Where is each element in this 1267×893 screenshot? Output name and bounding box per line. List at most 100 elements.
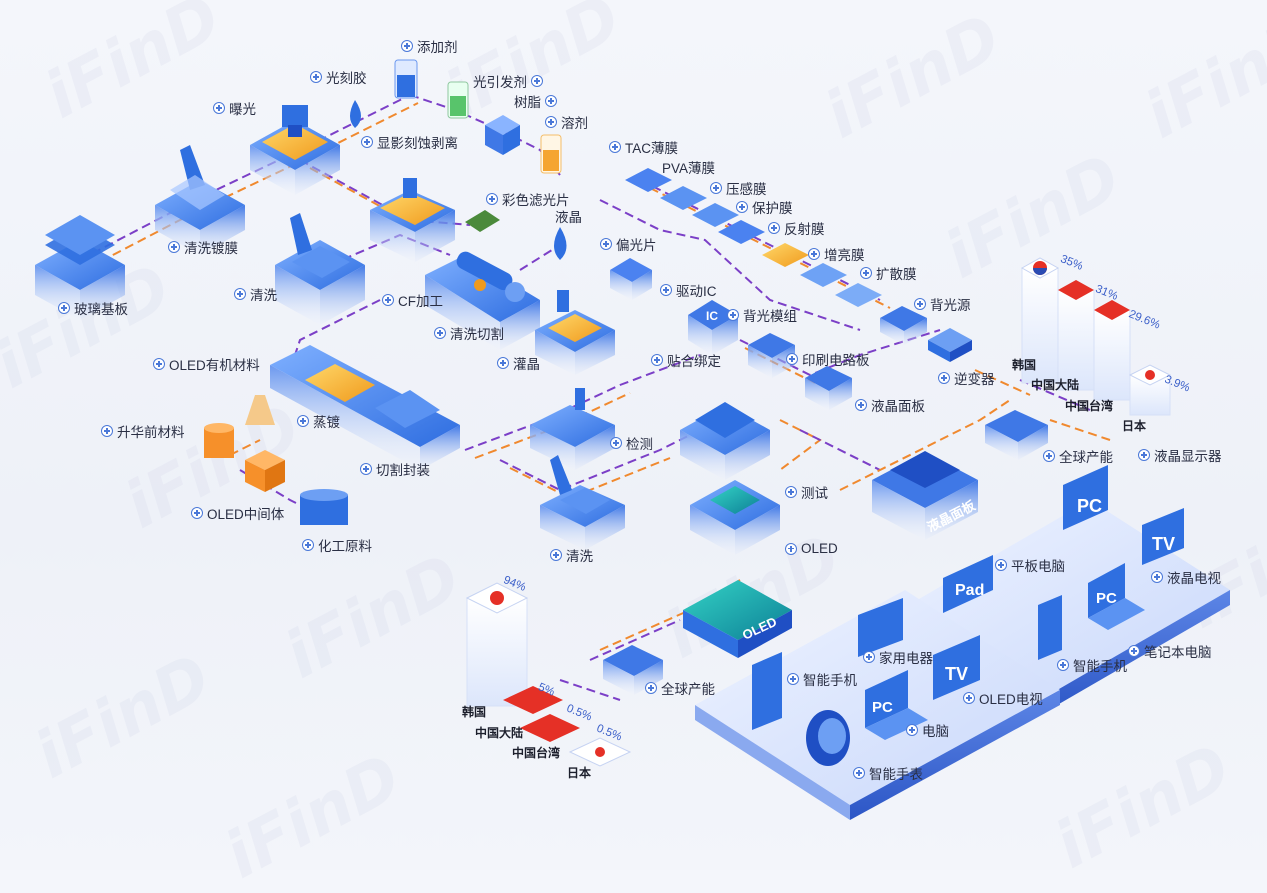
- expand-plus-icon[interactable]: [768, 222, 780, 234]
- expand-plus-icon[interactable]: [995, 559, 1007, 571]
- node-backlight-module[interactable]: 背光模组: [727, 305, 797, 325]
- expand-plus-icon[interactable]: [1128, 645, 1140, 657]
- expand-plus-icon[interactable]: [1043, 450, 1055, 462]
- expand-plus-icon[interactable]: [382, 294, 394, 306]
- node-clean-cut[interactable]: 清洗切割: [434, 323, 504, 343]
- expand-plus-icon[interactable]: [545, 95, 557, 107]
- expand-plus-icon[interactable]: [785, 542, 797, 555]
- device-laptop[interactable]: 笔记本电脑: [1128, 641, 1212, 661]
- node-global-capacity-oled[interactable]: 全球产能: [645, 678, 715, 698]
- node-driver-ic[interactable]: 驱动IC: [660, 280, 717, 300]
- node-test[interactable]: 测试: [785, 482, 828, 502]
- node-clean-1[interactable]: 清洗: [234, 284, 277, 304]
- expand-plus-icon[interactable]: [860, 267, 872, 279]
- node-inspection[interactable]: 检测: [610, 433, 653, 453]
- node-backlight-source[interactable]: 背光源: [914, 294, 971, 314]
- expand-plus-icon[interactable]: [550, 549, 562, 561]
- expand-plus-icon[interactable]: [855, 399, 867, 411]
- expand-plus-icon[interactable]: [191, 507, 203, 519]
- expand-plus-icon[interactable]: [710, 182, 722, 194]
- expand-plus-icon[interactable]: [297, 415, 309, 427]
- node-oled-organic[interactable]: OLED有机材料: [153, 354, 260, 374]
- expand-plus-icon[interactable]: [938, 372, 950, 384]
- expand-plus-icon[interactable]: [101, 425, 113, 437]
- expand-plus-icon[interactable]: [1138, 449, 1150, 461]
- node-lcd-display[interactable]: 液晶显示器: [1138, 445, 1222, 465]
- expand-plus-icon[interactable]: [863, 651, 875, 663]
- node-photoinitiator[interactable]: 光引发剂: [473, 71, 543, 91]
- node-sublimation-precursor[interactable]: 升华前材料: [101, 421, 185, 441]
- expand-plus-icon[interactable]: [497, 357, 509, 369]
- expand-plus-icon[interactable]: [600, 238, 612, 250]
- node-clean-coating[interactable]: 清洗镀膜: [168, 237, 238, 257]
- expand-plus-icon[interactable]: [660, 284, 672, 296]
- expand-plus-icon[interactable]: [234, 288, 246, 300]
- expand-plus-icon[interactable]: [853, 767, 865, 779]
- expand-plus-icon[interactable]: [545, 116, 557, 128]
- node-glass-substrate[interactable]: 玻璃基板: [58, 298, 128, 318]
- node-fill-crystal[interactable]: 灌晶: [497, 353, 540, 373]
- node-additive[interactable]: 添加剂: [401, 36, 458, 56]
- node-liquid-crystal[interactable]: 液晶: [555, 210, 582, 225]
- node-resin[interactable]: 树脂: [514, 91, 557, 111]
- expand-plus-icon[interactable]: [963, 692, 975, 704]
- expand-plus-icon[interactable]: [1151, 571, 1163, 583]
- expand-plus-icon[interactable]: [786, 353, 798, 365]
- device-computer[interactable]: 电脑: [906, 720, 949, 740]
- node-cut-encapsulate[interactable]: 切割封装: [360, 459, 430, 479]
- expand-plus-icon[interactable]: [609, 141, 621, 153]
- node-develop-etch-strip[interactable]: 显影刻蚀剥离: [361, 132, 458, 152]
- node-chemical-raw[interactable]: 化工原料: [302, 535, 372, 555]
- node-pressure-film[interactable]: 压感膜: [710, 178, 767, 198]
- node-inverter[interactable]: 逆变器: [938, 368, 995, 388]
- expand-plus-icon[interactable]: [785, 486, 797, 498]
- device-smartphone-oled[interactable]: 智能手机: [787, 669, 857, 689]
- expand-plus-icon[interactable]: [401, 40, 413, 52]
- expand-plus-icon[interactable]: [486, 193, 498, 205]
- node-evaporation[interactable]: 蒸镀: [297, 411, 340, 431]
- expand-plus-icon[interactable]: [213, 102, 225, 114]
- expand-plus-icon[interactable]: [361, 136, 373, 148]
- node-reflect-film[interactable]: 反射膜: [768, 218, 825, 238]
- expand-plus-icon[interactable]: [58, 302, 70, 314]
- node-oled[interactable]: OLED: [785, 541, 838, 556]
- expand-plus-icon[interactable]: [1057, 659, 1069, 671]
- node-pcb[interactable]: 印刷电路板: [786, 349, 870, 369]
- expand-plus-icon[interactable]: [360, 463, 372, 475]
- node-color-filter[interactable]: 彩色滤光片: [486, 189, 570, 209]
- node-cf-process[interactable]: CF加工: [382, 290, 443, 310]
- node-tac-film[interactable]: TAC薄膜: [609, 137, 678, 157]
- expand-plus-icon[interactable]: [736, 201, 748, 213]
- node-pva-film[interactable]: PVA薄膜: [662, 161, 716, 176]
- node-polarizer[interactable]: 偏光片: [600, 234, 657, 254]
- node-clean-2[interactable]: 清洗: [550, 545, 593, 565]
- expand-plus-icon[interactable]: [808, 248, 820, 260]
- device-oled-tv[interactable]: OLED电视: [963, 688, 1043, 708]
- node-brighten-film[interactable]: 增亮膜: [808, 244, 865, 264]
- expand-plus-icon[interactable]: [153, 358, 165, 370]
- node-global-capacity-lcd[interactable]: 全球产能: [1043, 446, 1113, 466]
- node-photoresist[interactable]: 光刻胶: [310, 67, 367, 87]
- device-smartwatch[interactable]: 智能手表: [853, 763, 923, 783]
- expand-plus-icon[interactable]: [434, 327, 446, 339]
- device-smartphone-lcd[interactable]: 智能手机: [1057, 655, 1127, 675]
- node-diffuse-film[interactable]: 扩散膜: [860, 263, 917, 283]
- expand-plus-icon[interactable]: [310, 71, 322, 83]
- expand-plus-icon[interactable]: [531, 75, 543, 87]
- expand-plus-icon[interactable]: [651, 354, 663, 366]
- node-lc-panel[interactable]: 液晶面板: [855, 395, 925, 415]
- expand-plus-icon[interactable]: [645, 682, 657, 694]
- expand-plus-icon[interactable]: [914, 298, 926, 310]
- node-solvent[interactable]: 溶剂: [545, 112, 588, 132]
- node-oled-intermediate[interactable]: OLED中间体: [191, 503, 284, 523]
- expand-plus-icon[interactable]: [302, 539, 314, 551]
- expand-plus-icon[interactable]: [610, 437, 622, 449]
- device-home-appliance[interactable]: 家用电器: [863, 647, 933, 667]
- node-exposure[interactable]: 曝光: [213, 98, 256, 118]
- expand-plus-icon[interactable]: [906, 724, 918, 736]
- device-lcd-tv[interactable]: 液晶电视: [1151, 567, 1221, 587]
- device-tablet[interactable]: 平板电脑: [995, 555, 1065, 575]
- node-protect-film[interactable]: 保护膜: [736, 197, 793, 217]
- expand-plus-icon[interactable]: [727, 309, 739, 321]
- expand-plus-icon[interactable]: [787, 673, 799, 685]
